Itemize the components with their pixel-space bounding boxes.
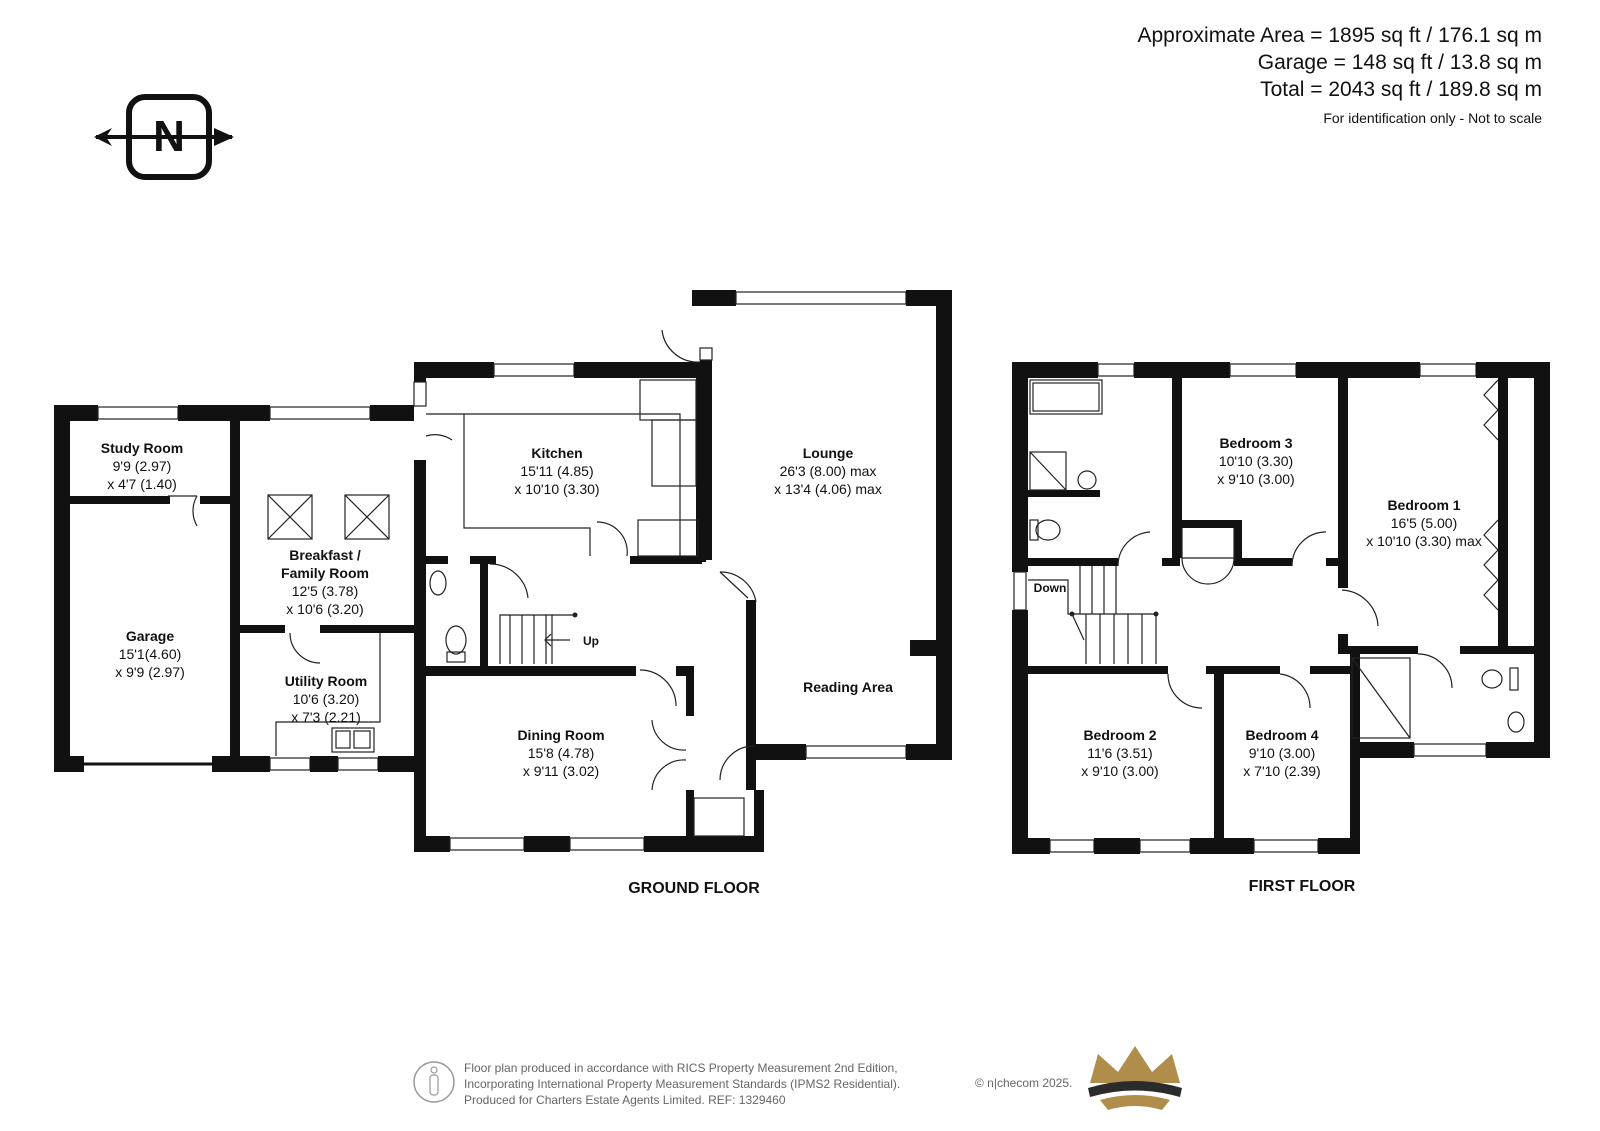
total-area: Total = 2043 sq ft / 189.8 sq m (1260, 78, 1542, 101)
first-floor-plan: Down Bedroom 3 10'10 (3.30) x 9'10 (3.00… (1012, 362, 1550, 895)
approximate-area: Approximate Area = 1895 sq ft / 176.1 sq… (1137, 24, 1543, 47)
lounge-dim2: x 13'4 (4.06) max (774, 481, 882, 497)
bedroom2-dim1: 11'6 (3.51) (1087, 745, 1152, 761)
bedroom4-dim2: x 7'10 (2.39) (1243, 763, 1320, 779)
compass-letter: N (153, 112, 185, 161)
person-icon (413, 1061, 455, 1103)
first-floor-label: FIRST FLOOR (1249, 878, 1356, 895)
dining-room-dim1: 15'8 (4.78) (528, 745, 595, 761)
bedroom3-dim1: 10'10 (3.30) (1219, 453, 1293, 469)
bedroom2-name: Bedroom 2 (1083, 727, 1156, 743)
lounge-dim1: 26'3 (8.00) max (780, 463, 877, 479)
copyright: © n|checom 2025. (975, 1076, 1073, 1090)
bedroom4-name: Bedroom 4 (1245, 727, 1318, 743)
footer-line3: Produced for Charters Estate Agents Limi… (464, 1093, 786, 1107)
dining-room-name: Dining Room (517, 727, 604, 743)
lounge-name: Lounge (803, 445, 854, 461)
kitchen-name: Kitchen (531, 445, 582, 461)
breakfast-room-dim2: x 10'6 (3.20) (286, 601, 363, 617)
footer-line1: Floor plan produced in accordance with R… (464, 1061, 898, 1075)
dining-room-dim2: x 9'11 (3.02) (523, 763, 599, 779)
scale-note: For identification only - Not to scale (1323, 110, 1542, 126)
crown-logo-icon (1088, 1046, 1182, 1110)
bedroom1-name: Bedroom 1 (1387, 497, 1460, 513)
stairs-down-label: Down (1034, 581, 1067, 595)
kitchen-dim2: x 10'10 (3.30) (514, 481, 599, 497)
study-room-dim2: x 4'7 (1.40) (107, 476, 177, 492)
study-room-dim1: 9'9 (2.97) (113, 458, 172, 474)
footer-text: Floor plan produced in accordance with R… (464, 1060, 900, 1108)
stairs-up-label: Up (583, 634, 599, 648)
breakfast-room-dim1: 12'5 (3.78) (292, 583, 359, 599)
kitchen-dim1: 15'11 (4.85) (520, 463, 593, 479)
garage-dim2: x 9'9 (2.97) (115, 664, 185, 680)
ground-floor-label: GROUND FLOOR (628, 880, 760, 897)
garage-dim1: 15'1(4.60) (119, 646, 182, 662)
garage-name: Garage (126, 628, 174, 644)
footer-line2: Incorporating International Property Mea… (464, 1077, 901, 1091)
study-room-name: Study Room (101, 440, 183, 456)
bedroom4-dim1: 9'10 (3.00) (1249, 745, 1316, 761)
bedroom2-dim2: x 9'10 (3.00) (1081, 763, 1158, 779)
breakfast-room-name2: Family Room (281, 565, 369, 581)
north-compass-icon: N (94, 94, 234, 180)
bedroom3-name: Bedroom 3 (1219, 435, 1292, 451)
bedroom1-dim1: 16'5 (5.00) (1391, 515, 1458, 531)
garage-area: Garage = 148 sq ft / 13.8 sq m (1257, 51, 1542, 74)
ground-floor-plan: Study Room 9'9 (2.97) x 4'7 (1.40) Break… (54, 290, 952, 897)
breakfast-room-name1: Breakfast / (289, 547, 361, 563)
bedroom1-dim2: x 10'10 (3.30) max (1366, 533, 1482, 549)
utility-room-dim2: x 7'3 (2.21) (291, 709, 361, 725)
reading-area-name: Reading Area (803, 679, 893, 695)
utility-room-name: Utility Room (285, 673, 367, 689)
bedroom3-dim2: x 9'10 (3.00) (1217, 471, 1294, 487)
utility-room-dim1: 10'6 (3.20) (293, 691, 360, 707)
area-summary: Approximate Area = 1895 sq ft / 176.1 sq… (1138, 22, 1543, 133)
